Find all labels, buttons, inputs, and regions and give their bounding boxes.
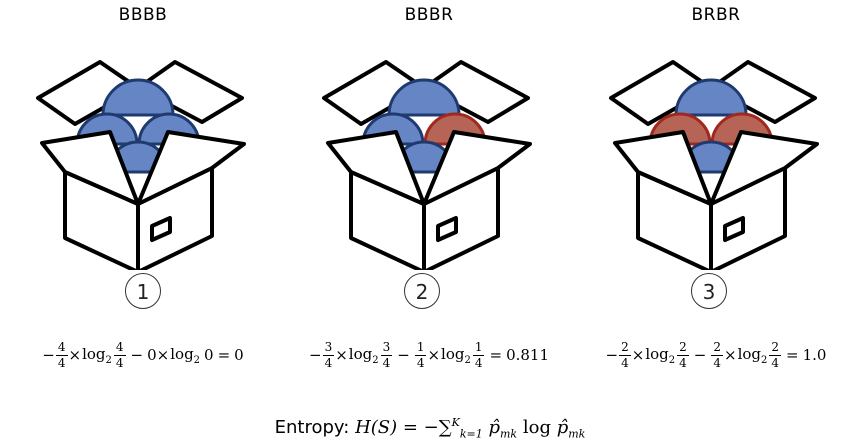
minus-sign: − xyxy=(308,346,322,364)
formula-result: 0 xyxy=(234,346,244,364)
entropy-label: Entropy: xyxy=(274,417,350,438)
log-base-2: log2 xyxy=(170,344,201,366)
panel-number-badge: 2 xyxy=(404,273,440,309)
minus-sign: − xyxy=(397,346,410,364)
times-sign: × xyxy=(335,346,348,364)
front-right-flap xyxy=(709,130,819,206)
back-right-flap xyxy=(136,60,244,124)
front-right-flap xyxy=(136,130,246,206)
log-base-2: log2 xyxy=(348,344,379,366)
back-right-flap xyxy=(709,60,817,124)
front-left-flap xyxy=(326,130,426,206)
minus-sign: − xyxy=(693,346,707,364)
combination-label: BRBR xyxy=(691,5,741,25)
combination-label: BBBR xyxy=(404,5,454,25)
front-right-flap xyxy=(422,130,532,206)
times-sign: × xyxy=(724,346,737,364)
entropy-definition: Entropy: H(S) = −∑Kk=1 p̂mk log p̂mk xyxy=(0,416,860,441)
box-illustration xyxy=(36,60,246,270)
log-base-2: log2 xyxy=(82,344,112,366)
back-right-flap xyxy=(422,60,530,124)
ball-back xyxy=(674,78,748,117)
equals-sign: = xyxy=(786,346,799,364)
box-label-square xyxy=(150,216,172,242)
log-base-2: log2 xyxy=(441,344,471,366)
equals-sign: = xyxy=(217,346,231,364)
times-sign: × xyxy=(631,346,645,364)
times-sign: × xyxy=(156,346,170,364)
box-label-square xyxy=(723,216,745,242)
equals-sign: = xyxy=(489,346,503,364)
minus-sign: − xyxy=(605,346,619,364)
panel-number-badge: 1 xyxy=(125,273,161,309)
minus-sign: − xyxy=(130,346,144,364)
ball-back xyxy=(101,78,175,117)
times-sign: × xyxy=(68,346,82,364)
formula-result: 0.811 xyxy=(506,346,550,364)
entropy-equation: H(S) = −∑Kk=1 p̂mk log p̂mk xyxy=(355,416,586,441)
front-left-flap xyxy=(40,130,140,206)
times-sign: × xyxy=(427,346,441,364)
log-base-2: log2 xyxy=(645,344,676,366)
panel-number-badge: 3 xyxy=(691,273,727,309)
box-illustration xyxy=(322,60,532,270)
box-label-square xyxy=(436,216,458,242)
box-illustration xyxy=(609,60,819,270)
front-left-flap xyxy=(613,130,713,206)
minus-sign: − xyxy=(42,346,55,364)
combination-label: BBBB xyxy=(118,5,168,25)
formula-result: 1.0 xyxy=(802,346,827,364)
log-argument: 0 xyxy=(204,346,214,364)
ball-back xyxy=(387,78,461,117)
log-base-2: log2 xyxy=(737,344,768,366)
coefficient: 0 xyxy=(147,346,157,364)
